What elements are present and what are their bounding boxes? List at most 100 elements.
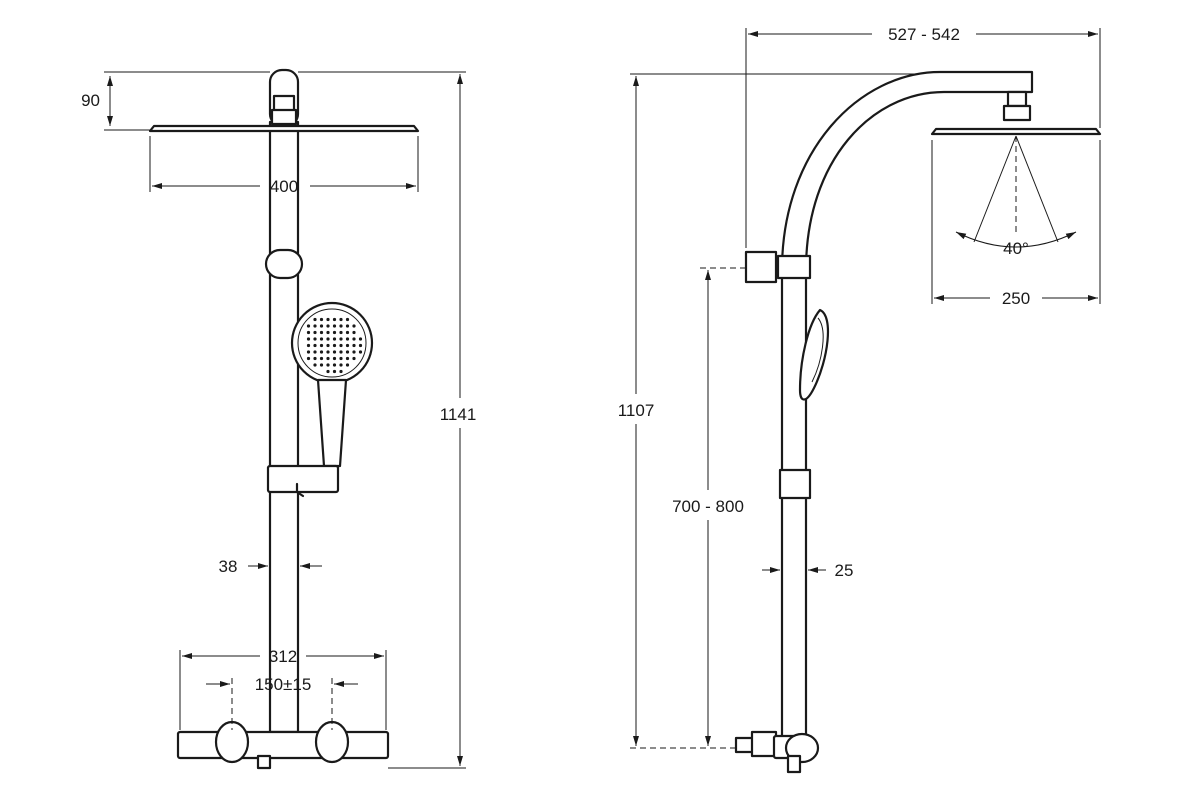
nozzle-dot: [326, 330, 330, 335]
nozzle-dot: [306, 330, 311, 335]
nozzle-dot: [345, 356, 350, 361]
nozzle-dot: [306, 350, 311, 354]
nozzle-dot: [339, 330, 343, 335]
nozzle-dot: [339, 337, 343, 341]
nozzle-dot: [332, 350, 337, 354]
nozzle-dot: [326, 369, 330, 374]
nozzle-dot: [352, 330, 356, 335]
nozzle-dot: [352, 350, 356, 354]
nozzle-dot: [339, 350, 343, 354]
dim-handset-height: 700 - 800: [672, 497, 744, 516]
nozzle-dot: [345, 350, 350, 354]
dim-head-depth: 250: [1002, 289, 1030, 308]
nozzle-dot: [313, 317, 317, 322]
nozzle-dot: [319, 343, 324, 348]
nozzle-dot: [332, 356, 337, 361]
nozzle-dot: [358, 337, 363, 341]
front-view: 90 400 1141 38 312 150±15: [81, 68, 477, 770]
nozzle-dot: [319, 363, 324, 367]
nozzle-dot: [313, 337, 317, 341]
nozzle-dot: [332, 330, 337, 335]
dim-reach: 527 - 542: [888, 25, 960, 44]
side-head-swivel: [1006, 90, 1028, 108]
nozzle-dot: [313, 363, 317, 367]
front-mixer-body: [176, 730, 390, 760]
front-slider-bracket: [264, 248, 304, 280]
dim-mixer-width: 312: [269, 647, 297, 666]
nozzle-dot: [358, 343, 363, 348]
dim-inlet-spacing: 150±15: [255, 675, 312, 694]
side-mixer-nut: [750, 730, 778, 758]
nozzle-dot: [345, 337, 350, 341]
front-swivel-nut: [270, 108, 298, 126]
side-mixer-outlet: [786, 754, 802, 774]
side-hand-shower-face: [811, 317, 824, 383]
nozzle-dot: [313, 350, 317, 354]
nozzle-dot: [332, 343, 337, 348]
nozzle-dot: [313, 324, 317, 328]
nozzle-dot: [313, 343, 317, 348]
nozzle-dot: [319, 317, 324, 322]
front-hand-shower-holder: [266, 464, 340, 494]
nozzle-dot: [358, 350, 363, 354]
hand-shower-handle: [316, 378, 348, 468]
nozzle-dot: [326, 343, 330, 348]
side-hand-shower-holder: [778, 468, 812, 500]
dim-total-height-side: 1107: [618, 401, 655, 420]
nozzle-dot: [332, 324, 337, 328]
side-head-nut: [1002, 104, 1032, 122]
nozzle-dot: [352, 324, 356, 328]
nozzle-dot: [319, 356, 324, 361]
nozzle-dot: [326, 350, 330, 354]
dim-pipe-diameter-side: 25: [835, 561, 854, 580]
nozzle-dot: [345, 324, 350, 328]
nozzle-dot: [313, 356, 317, 361]
nozzle-dot: [352, 356, 356, 361]
nozzle-dot: [313, 330, 317, 335]
nozzle-dot: [352, 337, 356, 341]
nozzle-dot: [319, 337, 324, 341]
nozzle-dot: [306, 356, 311, 361]
front-mixer-outlet: [256, 754, 272, 770]
nozzle-dot: [345, 343, 350, 348]
nozzle-dot: [332, 317, 337, 322]
nozzle-dot: [306, 337, 311, 341]
nozzle-dot: [306, 343, 311, 348]
front-holder-hook: [295, 482, 305, 498]
nozzle-dot: [326, 337, 330, 341]
nozzle-dot: [306, 324, 311, 328]
nozzle-dot: [326, 363, 330, 367]
nozzle-dot: [339, 324, 343, 328]
side-view: 40° 527 - 542 250 1107: [618, 25, 1102, 774]
nozzle-dot: [339, 363, 343, 367]
nozzle-dot: [332, 337, 337, 341]
nozzle-dot: [339, 317, 343, 322]
hand-shower-nozzles: [306, 317, 363, 374]
nozzle-dot: [339, 356, 343, 361]
side-hand-shower: [798, 308, 830, 401]
nozzle-dot: [332, 369, 337, 374]
hand-shower-head: [290, 301, 374, 385]
nozzle-dot: [339, 369, 343, 374]
nozzle-dot: [332, 363, 337, 367]
front-overhead-shower-head: [148, 124, 420, 133]
dim-head-width: 400: [270, 177, 298, 196]
nozzle-dot: [326, 356, 330, 361]
front-riser-pipe: [268, 120, 300, 734]
nozzle-dot: [319, 330, 324, 335]
nozzle-dot: [345, 317, 350, 322]
nozzle-dot: [345, 330, 350, 335]
nozzle-dot: [345, 363, 350, 367]
dim-total-height-front: 1141: [440, 405, 477, 424]
dim-head-height: 90: [81, 91, 100, 110]
side-overhead-shower-head: [930, 127, 1102, 136]
dim-pipe-diameter-front: 38: [219, 557, 238, 576]
nozzle-dot: [326, 317, 330, 322]
nozzle-dot: [319, 324, 324, 328]
dim-spray-angle: 40°: [1003, 239, 1029, 258]
nozzle-dot: [339, 343, 343, 348]
hand-shower-face: [297, 308, 367, 378]
side-slider-collar: [776, 254, 812, 280]
nozzle-dot: [352, 343, 356, 348]
